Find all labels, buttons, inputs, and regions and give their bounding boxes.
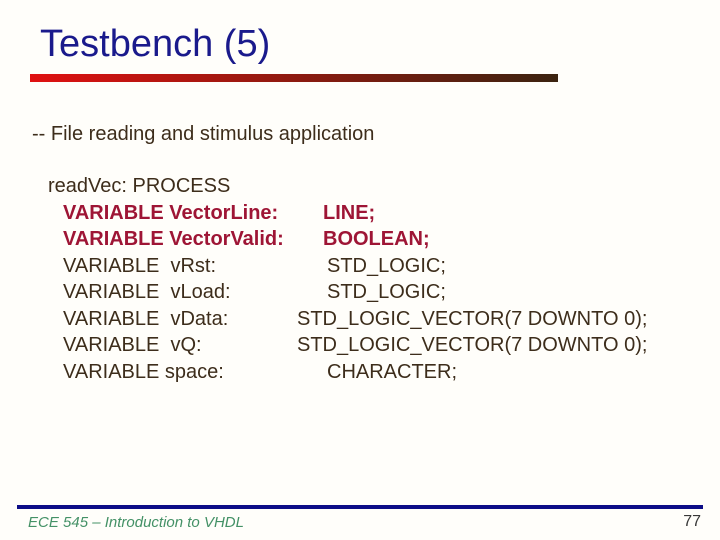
code-decl: VARIABLE vData: <box>63 307 229 330</box>
code-type: LINE; <box>323 201 376 224</box>
code-decl: VARIABLE vLoad: <box>63 281 231 303</box>
code-type: STD_LOGIC; <box>327 254 446 277</box>
code-line: VARIABLE VectorLine: LINE; <box>0 200 720 227</box>
code-line: VARIABLE space: CHARACTER; <box>0 359 720 386</box>
code-decl: VARIABLE space: <box>63 360 224 383</box>
code-line: VARIABLE vQ: STD_LOGIC_VECTOR(7 DOWNTO 0… <box>0 332 720 359</box>
slide-page-number: 77 <box>683 513 701 530</box>
code-line: VARIABLE vRst: STD_LOGIC; <box>0 253 720 280</box>
slide-title: Testbench (5) <box>40 23 271 65</box>
code-line: VARIABLE vData: STD_LOGIC_VECTOR(7 DOWNT… <box>0 306 720 333</box>
code-decl: VARIABLE VectorLine: <box>63 201 279 224</box>
code-comment: -- File reading and stimulus application <box>32 123 375 145</box>
footer-divider <box>17 505 703 509</box>
code-decl: VARIABLE vQ: <box>63 334 202 356</box>
code-line-process: readVec: PROCESS <box>0 173 720 200</box>
footer-course-label: ECE 545 – Introduction to VHDL <box>28 514 244 531</box>
code-type: STD_LOGIC_VECTOR(7 DOWNTO 0); <box>297 334 648 356</box>
title-underline-bar <box>30 74 558 82</box>
vhdl-code-block: readVec: PROCESS VARIABLE VectorLine: LI… <box>0 173 720 385</box>
code-decl: VARIABLE vRst: <box>63 254 217 277</box>
code-type: STD_LOGIC; <box>327 281 446 303</box>
code-process-label: readVec: PROCESS <box>48 175 231 197</box>
code-type: CHARACTER; <box>327 360 458 383</box>
code-line: VARIABLE VectorValid: BOOLEAN; <box>0 226 720 253</box>
code-line: VARIABLE vLoad: STD_LOGIC; <box>0 279 720 306</box>
code-type: BOOLEAN; <box>323 228 430 250</box>
code-decl: VARIABLE VectorValid: <box>63 228 284 250</box>
code-type: STD_LOGIC_VECTOR(7 DOWNTO 0); <box>297 307 648 330</box>
